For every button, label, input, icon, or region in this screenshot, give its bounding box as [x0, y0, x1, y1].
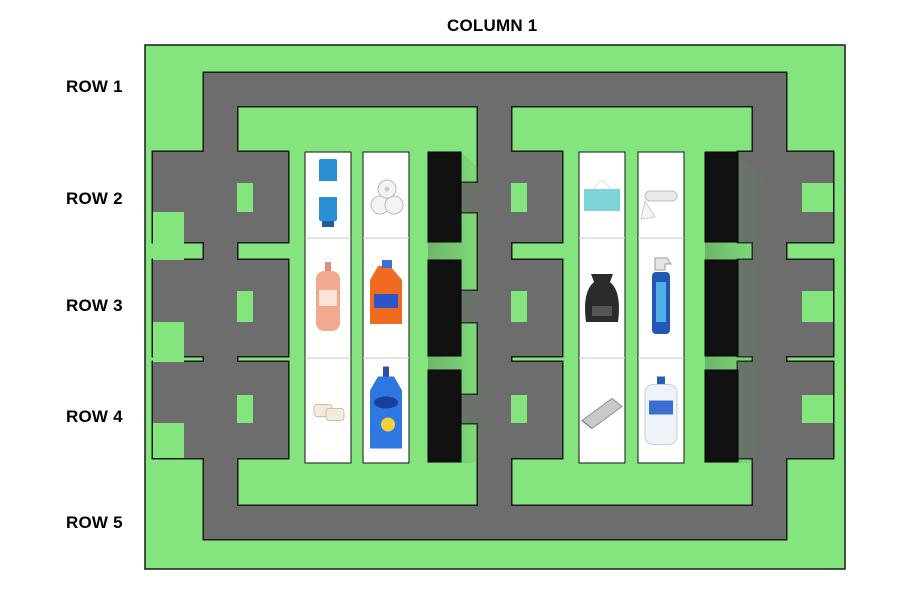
floor-notch-1 [153, 322, 184, 362]
shelf-2 [363, 152, 409, 463]
floor-notch-8 [511, 395, 527, 423]
aisle-segment-8 [184, 183, 204, 212]
floor-notch-10 [802, 291, 833, 322]
product-body-wash [306, 239, 350, 357]
floor-notch-9 [802, 183, 833, 212]
floor-notch-3 [237, 183, 253, 212]
wall-block-1-1 [705, 260, 738, 356]
dish-soap-bottle-icon [383, 367, 389, 377]
shelf-1 [305, 152, 351, 463]
product-toilet-paper [364, 153, 408, 237]
shelf-4 [638, 152, 684, 463]
floor-notch-4 [237, 291, 253, 322]
floor-notch-2 [153, 423, 184, 458]
wall-block-1-2 [705, 370, 738, 462]
wall-block-0-0 [428, 152, 461, 242]
plastic-wrap-icon [645, 191, 677, 201]
sanitizer-bottle-icon [657, 377, 665, 385]
product-dish-soap [364, 359, 408, 462]
aisle-segment-9 [184, 291, 204, 322]
product-laundry-detergent [364, 239, 408, 357]
product-toothpaste [306, 153, 350, 237]
aisle-segment-10 [184, 395, 204, 423]
product-tissues [580, 153, 624, 237]
wall-block-1-0 [705, 152, 738, 242]
product-aluminum-foil [580, 359, 624, 462]
floor-notch-6 [511, 183, 527, 212]
wall-block-0-1 [428, 260, 461, 356]
aisle-segment-1 [204, 73, 237, 539]
floor-notch-5 [237, 395, 253, 423]
wall-block-0-2 [428, 370, 461, 462]
tissue-box-icon [584, 189, 620, 211]
floor-notch-7 [511, 291, 527, 322]
product-soap [306, 359, 350, 462]
aisle-segment-3 [204, 506, 786, 539]
floor-notch-0 [153, 212, 184, 260]
product-trash-bags [580, 239, 624, 357]
shelf-3 [579, 152, 625, 463]
body-wash-bottle-icon [325, 262, 331, 272]
product-spray-cleaner [639, 239, 683, 357]
product-plastic-wrap [639, 153, 683, 237]
floor-notch-11 [802, 395, 833, 423]
product-hand-sanitizer [639, 359, 683, 462]
